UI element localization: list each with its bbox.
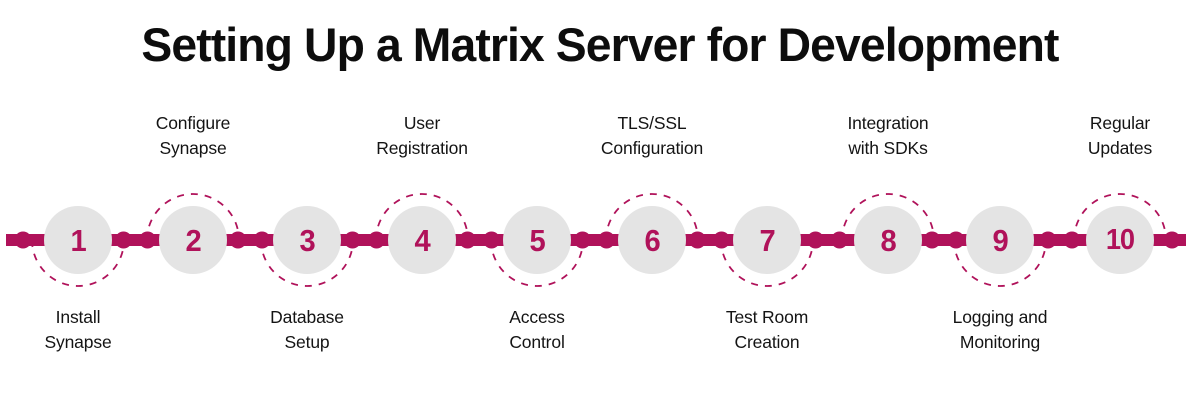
step-number-3: 3	[299, 222, 315, 258]
timeline-connector-dot	[344, 231, 361, 249]
timeline-connector-dot	[689, 231, 706, 249]
timeline-connector-dot	[831, 231, 848, 249]
timeline-connector-dot	[14, 231, 32, 249]
step-label-line1-10: Regular	[1089, 113, 1151, 133]
step-label-line1-3: Database	[270, 307, 344, 327]
step-label-line2-10: Updates	[1087, 138, 1153, 158]
step-node-5[interactable]: 5	[503, 206, 571, 274]
step-arc-6	[605, 193, 699, 241]
step-label-line1-1: Install	[55, 307, 101, 327]
timeline-connector-dot	[598, 231, 615, 249]
timeline-connector-dot	[229, 231, 247, 249]
step-arc-5	[490, 239, 584, 287]
step-node-4[interactable]: 4	[388, 206, 456, 274]
step-node-9[interactable]: 9	[966, 206, 1034, 274]
step-label-line1-7: Test Room	[725, 307, 809, 327]
timeline-dots	[14, 231, 1181, 249]
step-node-3[interactable]: 3	[273, 206, 341, 274]
timeline-connector-dot	[253, 231, 271, 249]
timeline-connector-dot	[947, 231, 965, 249]
step-number-2: 2	[185, 222, 201, 258]
step-arc-1	[31, 239, 125, 287]
timeline-connector-dot	[139, 231, 156, 249]
step-node-10[interactable]: 10	[1086, 206, 1154, 274]
step-label-8: Integration with SDKs	[793, 111, 983, 161]
step-arc-10	[1073, 193, 1167, 241]
timeline-connector-dot	[483, 231, 500, 249]
step-arc-2	[146, 193, 240, 241]
timeline-connector-dot	[115, 231, 132, 249]
step-number-6: 6	[644, 222, 660, 258]
step-label-line2-1: Synapse	[44, 332, 112, 352]
step-arc-3	[260, 239, 354, 287]
step-label-line2-4: Registration	[376, 138, 468, 158]
step-number-4: 4	[414, 222, 430, 258]
step-number-1: 1	[70, 222, 86, 258]
timeline-arcs	[31, 193, 1167, 287]
step-label-line2-9: Monitoring	[959, 332, 1041, 352]
timeline-connector-dot	[1063, 231, 1081, 249]
step-label-line2-6: Configuration	[600, 138, 704, 158]
step-label-line1-4: User	[403, 113, 441, 133]
step-number-10: 10	[1106, 223, 1135, 256]
step-node-2[interactable]: 2	[159, 206, 227, 274]
page-title: Setting Up a Matrix Server for Developme…	[141, 18, 1059, 71]
timeline-connector-dot	[574, 231, 591, 249]
step-arc-8	[841, 193, 935, 241]
step-node-7[interactable]: 7	[733, 206, 801, 274]
timeline-connector-dot	[1039, 231, 1057, 249]
step-number-8: 8	[880, 222, 896, 258]
step-label-line1-6: TLS/SSL	[617, 113, 687, 133]
step-arc-7	[720, 239, 814, 287]
step-label-line2-7: Creation	[734, 332, 800, 352]
step-label-line2-3: Setup	[284, 332, 330, 352]
timeline-connector-dot	[368, 231, 385, 249]
step-label-6: TLS/SSL Configuration	[557, 111, 747, 161]
step-number-9: 9	[992, 222, 1008, 258]
step-node-8[interactable]: 8	[854, 206, 922, 274]
timeline-connector-dot	[923, 231, 941, 249]
step-arc-9	[953, 239, 1047, 287]
timeline-connector-dot	[713, 231, 730, 249]
step-label-line1-2: Configure	[155, 113, 231, 133]
step-label-line1-5: Access	[509, 307, 565, 327]
timeline-connector-dot	[459, 231, 476, 249]
timeline-connector-dot	[807, 231, 824, 249]
step-number-7: 7	[759, 222, 775, 258]
step-arc-4	[375, 193, 469, 241]
step-number-5: 5	[529, 222, 545, 258]
step-node-6[interactable]: 6	[618, 206, 686, 274]
step-label-line1-8: Integration	[847, 113, 929, 133]
step-label-line2-2: Synapse	[159, 138, 227, 158]
step-node-1[interactable]: 1	[44, 206, 112, 274]
timeline-connector-dot	[1163, 231, 1181, 249]
step-label-line2-5: Control	[509, 332, 565, 352]
step-label-line2-8: with SDKs	[848, 138, 928, 158]
step-label-line1-9: Logging and	[952, 307, 1048, 327]
